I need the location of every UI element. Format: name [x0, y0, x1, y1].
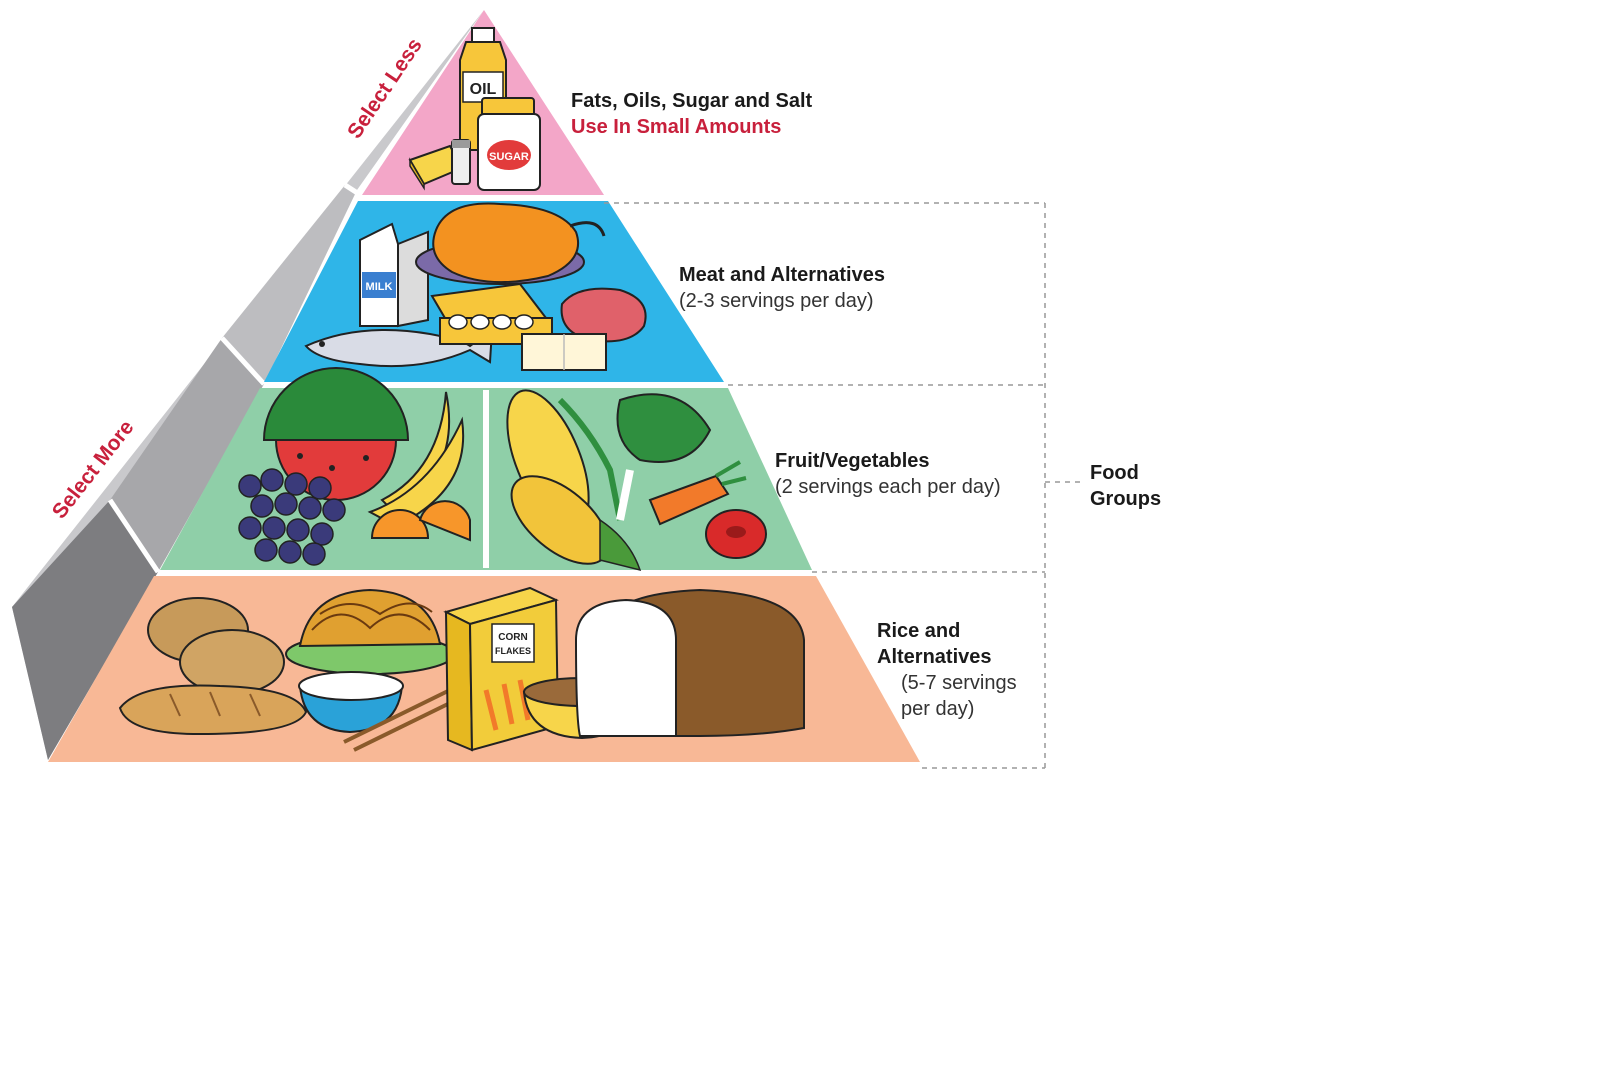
rice-servings-line2: per day): [901, 698, 975, 720]
tofu-icon: [521, 333, 607, 371]
rice-title-line1: Rice and: [877, 620, 961, 642]
meat-title: Meat and Alternatives: [679, 264, 885, 286]
baguette-icon: [118, 684, 308, 736]
noodles-icon: [285, 588, 455, 675]
roast-chicken-icon: [415, 202, 606, 285]
food-groups-line1: Food: [1090, 462, 1139, 484]
potato-icon: [147, 597, 285, 695]
svg-text:OIL: OIL: [470, 81, 497, 98]
side-band-mid: [110, 338, 264, 572]
fruitveg-servings: (2 servings each per day): [775, 476, 1001, 498]
fruitveg-label-block: Fruit/Vegetables (2 servings each per da…: [775, 448, 1001, 500]
salt-shaker-icon: [451, 139, 471, 185]
svg-text:CORN: CORN: [498, 632, 527, 643]
corn-icon: [506, 389, 642, 572]
rice-bowl-icon: [298, 671, 404, 734]
food-groups-label: Food Groups: [1090, 460, 1161, 512]
food-groups-bracket: [604, 202, 1085, 769]
bread-loaf-icon: [574, 588, 805, 737]
svg-text:MILK: MILK: [366, 281, 393, 293]
banana-icon: [367, 391, 465, 528]
meat-servings: (2-3 servings per day): [679, 290, 874, 312]
meat-label-block: Meat and Alternatives (2-3 servings per …: [679, 262, 885, 314]
rice-title-line2: Alternatives: [877, 646, 992, 668]
milk-carton-icon: MILK: [359, 222, 429, 328]
side-band-dark: [12, 500, 158, 760]
svg-text:FLAKES: FLAKES: [495, 646, 531, 656]
orange-slices-icon: [370, 500, 471, 542]
leafy-greens-icon: [557, 393, 712, 521]
food-groups-line2: Groups: [1090, 488, 1162, 510]
rice-label-block: Rice and Alternatives (5-7 servings per …: [877, 618, 1017, 722]
chopsticks-icon: [343, 688, 453, 752]
carrot-icon: [648, 460, 747, 526]
rice-servings-line1: (5-7 servings: [901, 672, 1017, 694]
fruitveg-title: Fruit/Vegetables: [775, 450, 930, 472]
svg-text:SUGAR: SUGAR: [489, 151, 529, 163]
fats-label-block: Fats, Oils, Sugar and Salt Use In Small …: [571, 88, 812, 140]
tomato-icon: [705, 509, 767, 559]
fats-title: Fats, Oils, Sugar and Salt: [571, 90, 813, 112]
grapes-icon: [238, 468, 346, 566]
sugar-jar-icon: SUGAR: [477, 97, 541, 191]
side-band-light: [222, 185, 357, 384]
fats-note: Use In Small Amounts: [571, 116, 782, 138]
